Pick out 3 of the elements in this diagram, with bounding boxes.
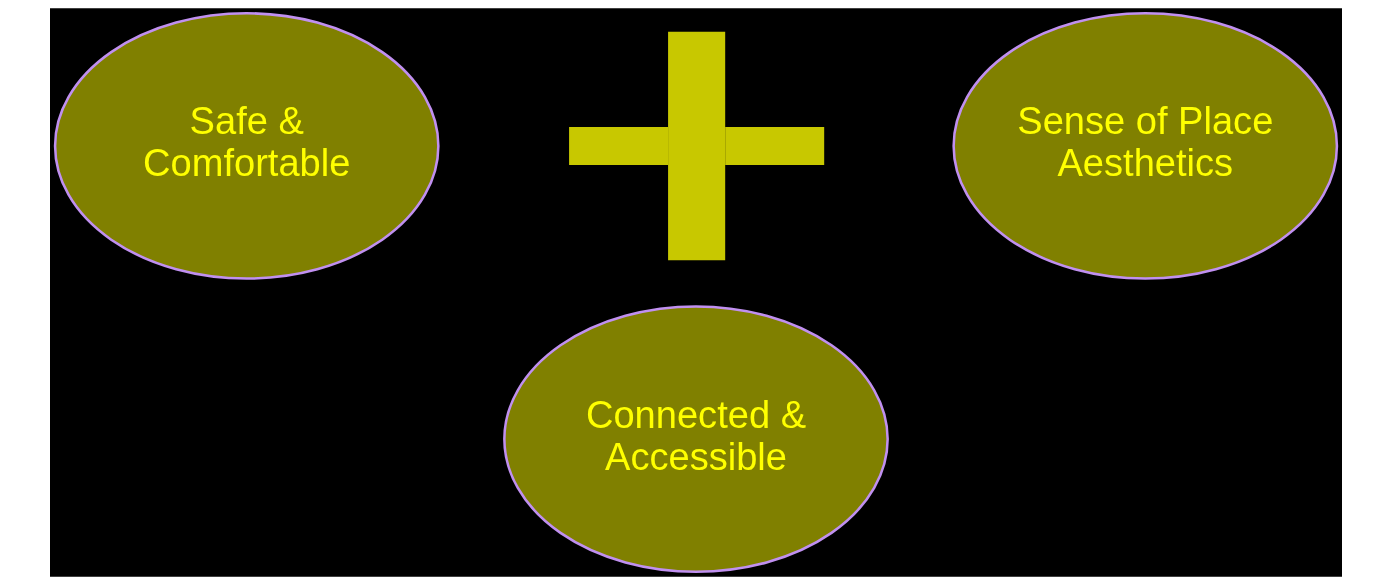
node-ellipse: Safe & Comfortable: [53, 12, 440, 280]
node-ellipse: Sense of Place Aesthetics: [952, 12, 1339, 280]
node-ellipse: Connected & Accessible: [503, 305, 889, 573]
